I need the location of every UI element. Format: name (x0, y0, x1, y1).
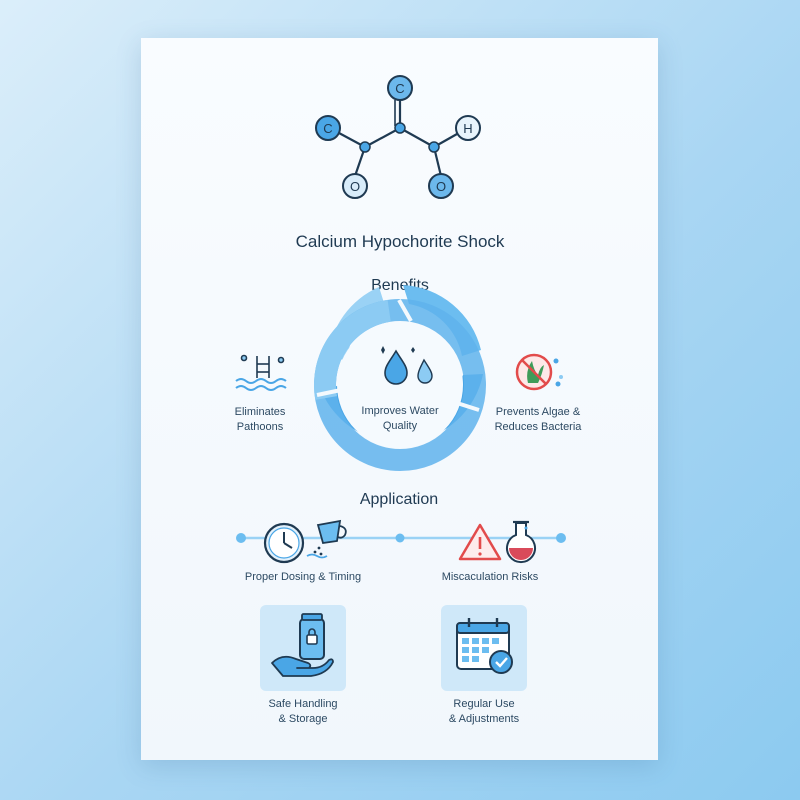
no-algae-icon (515, 353, 563, 391)
warning-triangle-icon (458, 523, 502, 561)
center-benefit-label: Improves Water Quality (361, 405, 439, 432)
atom-o-right: O (436, 179, 446, 194)
safe-handling-label: Safe Handling & Storage (268, 698, 338, 725)
regular-use-label: Regular Use & Adjustments (448, 698, 520, 725)
step-miscalculation: Miscaculation Risks (441, 571, 539, 583)
left-benefit-label: Eliminates Pathoons (234, 406, 286, 433)
application-heading: Application (359, 491, 439, 508)
application-timeline (236, 519, 566, 564)
pouring-cup-icon (306, 519, 347, 559)
right-benefit-label: Prevents Algae & Reduces Bacteria (494, 406, 582, 433)
infographic-card: C C H O O Calcium Hypochorite Shock Bene… (141, 38, 658, 760)
pool-ladder-icon (235, 354, 287, 391)
molecule-diagram: C C H O O (315, 75, 481, 199)
atom-c-top: C (395, 81, 404, 96)
page-title: Calcium Hypochorite Shock (295, 232, 505, 251)
water-drop-icon (381, 346, 433, 385)
flask-icon (506, 520, 536, 563)
hand-jar-lock-icon (271, 613, 334, 677)
regular-use-tile (441, 605, 527, 691)
atom-c-left: C (323, 121, 332, 136)
step-proper-dosing: Proper Dosing & Timing (244, 571, 362, 583)
safe-handling-tile (260, 605, 346, 691)
clock-icon (263, 522, 305, 564)
molecule-atoms: C C H O O (315, 75, 481, 199)
benefits-cycle (235, 285, 563, 471)
atom-h: H (463, 121, 472, 136)
calendar-check-icon (456, 618, 513, 674)
atom-o-left: O (350, 179, 360, 194)
